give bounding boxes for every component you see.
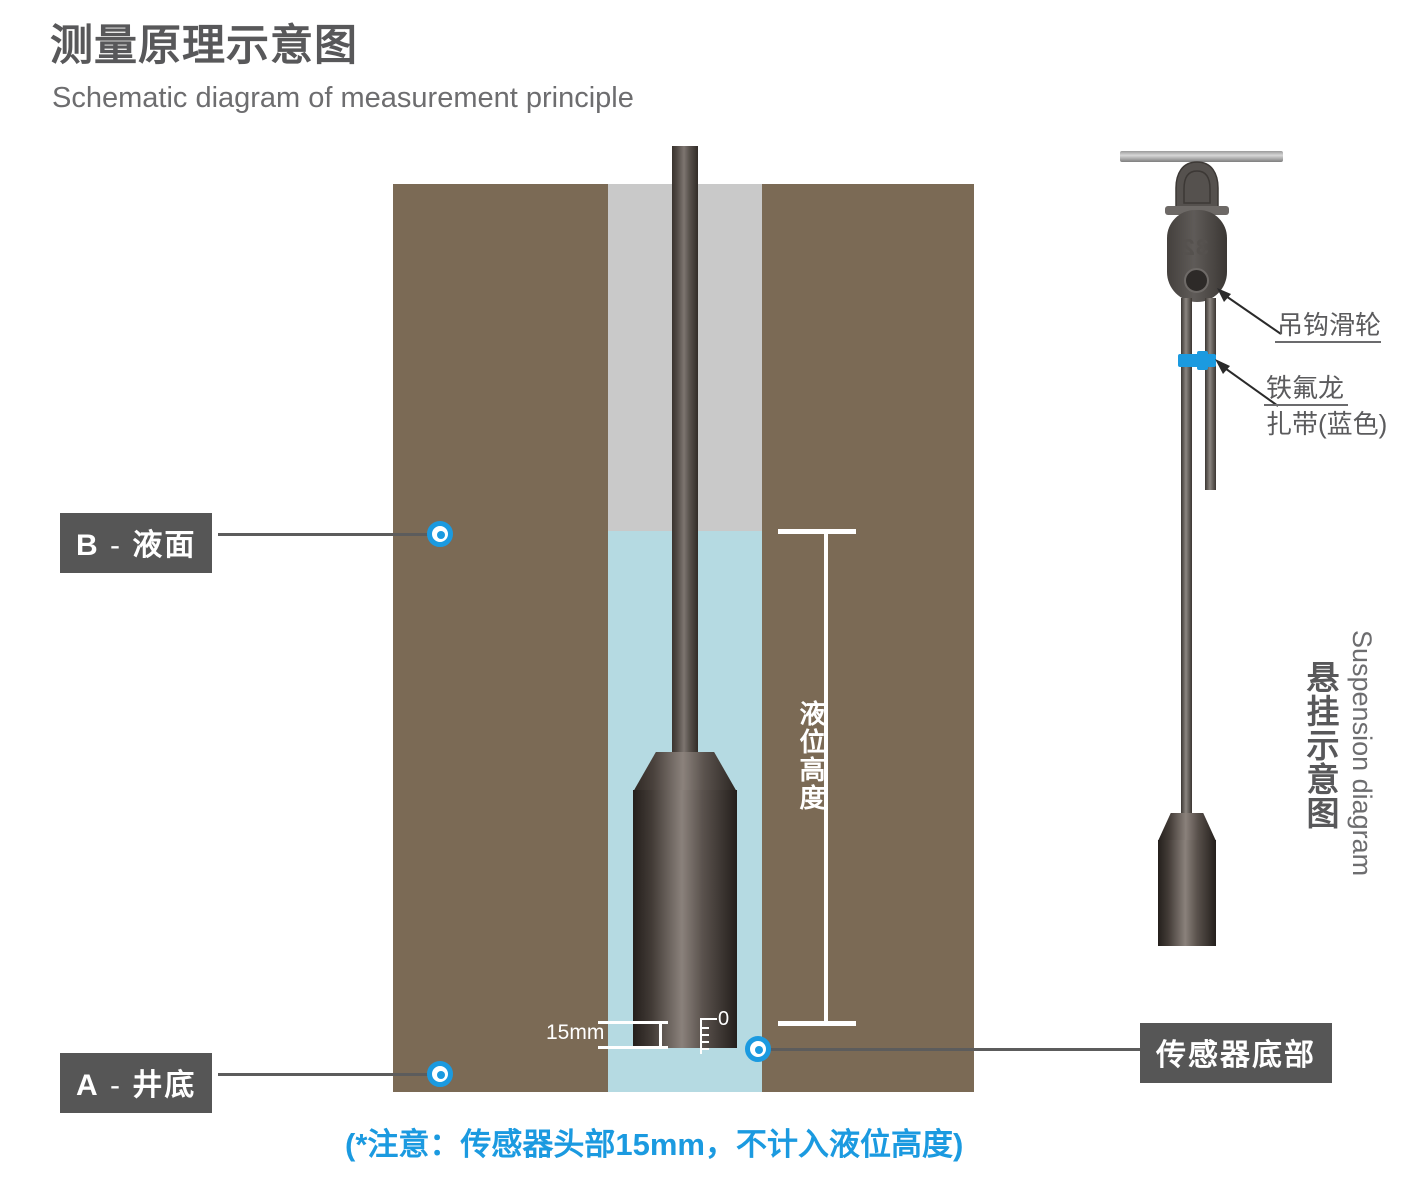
sensor-cable [672,146,698,776]
arrow-to-pulley [1217,288,1282,335]
leader-line-liquid-surface [218,533,440,536]
callout-key-b: B [76,529,100,562]
footnote: (*注意：传感器头部15mm，不计入液位高度) [345,1127,964,1162]
liquid-height-line [824,529,828,1026]
head-dimension-label: 15mm [546,1021,605,1044]
scale-zero-label: 0 [718,1008,730,1030]
callout-text-a: 井底 [132,1069,197,1102]
annotation-cable-tie-line2: 扎带(蓝色) [1266,409,1388,439]
callout-sep-b: - [99,529,133,562]
scale-tick [700,1034,709,1036]
scale-tick [700,1048,709,1050]
suspension-sensor-body [1158,840,1216,946]
suspension-cable-right [1205,298,1216,490]
mounting-rail [1120,151,1283,162]
callout-key-a: A [76,1069,100,1102]
suspension-title-cn: 悬挂示意图 [1302,660,1339,830]
suspension-cable-left [1181,298,1192,836]
scale-tick [700,1041,709,1043]
arrow-to-cable-tie [1215,359,1279,407]
callout-sep-a: - [99,1069,133,1102]
scale-tick [700,1018,717,1020]
leader-line-sensor-bottom [758,1048,1143,1051]
annotation-pulley: 吊钩滑轮 [1277,310,1382,340]
annotation-cable-tie-underline [1264,404,1348,406]
suspension-sensor-shoulder [1158,813,1216,841]
liquid-height-top-tick [778,529,856,534]
earth-cross-section-left [393,184,608,1092]
page-title-en: Schematic diagram of measurement princip… [52,82,634,114]
head-dimension-line [659,1021,662,1049]
head-dimension-bottom-tick [598,1046,668,1049]
pulley-axle-hole [1184,268,1209,293]
earth-cross-section-right [762,184,974,1092]
annotation-cable-tie-line1: 铁氟龙 [1266,373,1345,403]
sensor-body [633,790,737,1048]
annotation-pulley-underline [1275,341,1381,343]
marker-dot-liquid-surface [427,521,453,547]
liquid-height-label: 液位高度 [796,700,826,812]
teflon-cable-tie-knot [1197,351,1208,370]
head-dimension-top-tick [598,1021,668,1024]
scale-ruler-icon [700,1018,702,1054]
callout-badge-liquid-surface[interactable]: B - 液面 [60,513,213,573]
callout-text-b: 液面 [132,529,197,562]
scale-tick [700,1027,709,1029]
page-title-cn: 测量原理示意图 [50,22,358,70]
marker-dot-well-bottom [427,1061,453,1087]
leader-line-well-bottom [218,1073,440,1076]
suspension-title-en: Suspension diagram [1347,630,1377,877]
callout-badge-well-bottom[interactable]: A - 井底 [60,1053,213,1113]
liquid-height-bottom-tick [778,1021,856,1026]
marker-dot-sensor-bottom [745,1036,771,1062]
pulley-size-mark: 32 [1181,234,1209,260]
callout-badge-sensor-bottom[interactable]: 传感器底部 [1140,1023,1332,1083]
